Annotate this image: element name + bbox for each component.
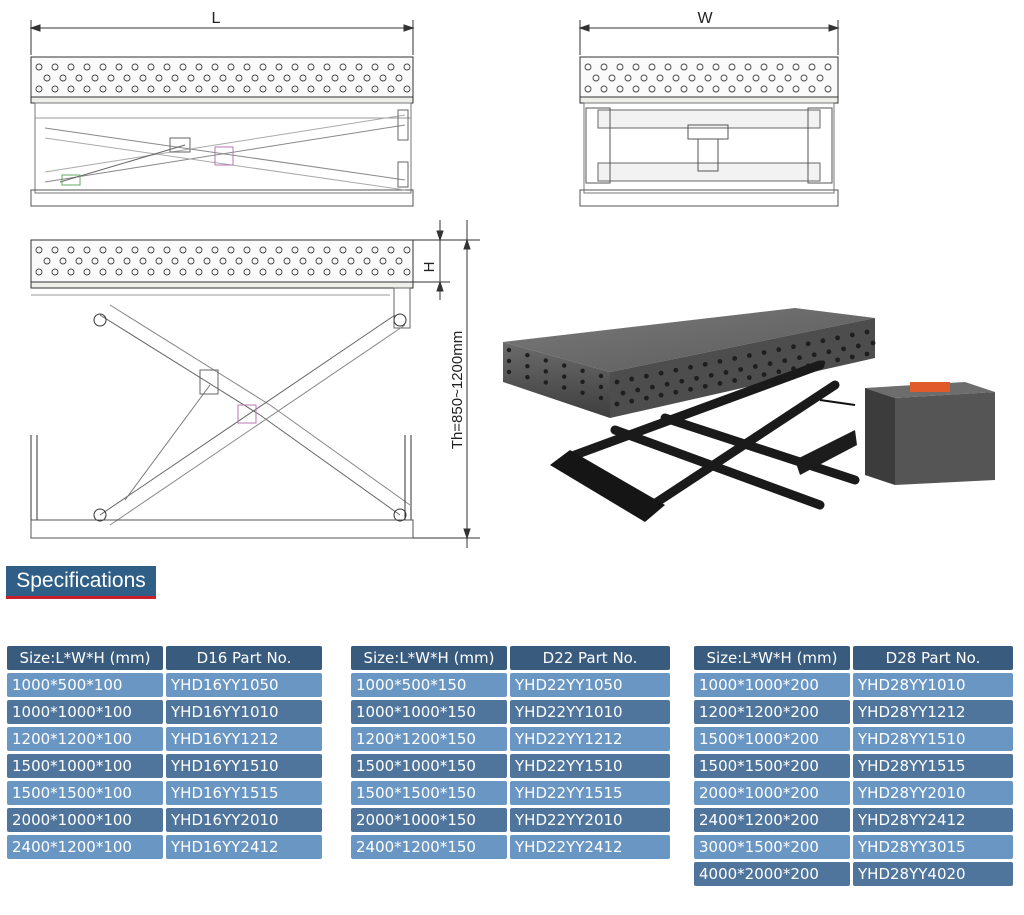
header-part-no: D28 Part No. xyxy=(853,646,1013,670)
size-cell: 1000*1000*200 xyxy=(694,673,850,697)
part-number-cell: YHD16YY1010 xyxy=(166,700,322,724)
header-part-no: D22 Part No. xyxy=(510,646,670,670)
size-cell: 2000*1000*100 xyxy=(7,808,163,832)
size-cell: 1200*1200*200 xyxy=(694,700,850,724)
specifications-title: Specifications xyxy=(6,566,156,599)
part-number-cell: YHD22YY1212 xyxy=(510,727,670,751)
part-number-cell: YHD16YY1515 xyxy=(166,781,322,805)
part-number-cell: YHD28YY2010 xyxy=(853,781,1013,805)
size-cell: 3000*1500*200 xyxy=(694,835,850,859)
size-cell: 2400*1200*100 xyxy=(7,835,163,859)
part-number-cell: YHD28YY3015 xyxy=(853,835,1013,859)
size-cell: 2400*1200*150 xyxy=(351,835,507,859)
side-view-drawing: W xyxy=(578,10,840,207)
part-number-cell: YHD28YY1510 xyxy=(853,727,1013,751)
size-cell: 4000*2000*200 xyxy=(694,862,850,886)
part-number-cell: YHD28YY1212 xyxy=(853,700,1013,724)
size-cell: 2000*1000*200 xyxy=(694,781,850,805)
header-size: Size:L*W*H (mm) xyxy=(7,646,163,670)
size-cell: 1500*1500*150 xyxy=(351,781,507,805)
raised-view-drawing: H Th=850~1200mm xyxy=(30,220,480,548)
size-cell: 1200*1200*150 xyxy=(351,727,507,751)
header-part-no: D16 Part No. xyxy=(166,646,322,670)
part-number-cell: YHD16YY2412 xyxy=(166,835,322,859)
size-cell: 1000*1000*150 xyxy=(351,700,507,724)
table-header-row: Size:L*W*H (mm) D28 Part No. xyxy=(694,646,1013,670)
part-number-cell: YHD22YY1515 xyxy=(510,781,670,805)
size-cell: 1200*1200*100 xyxy=(7,727,163,751)
dim-l-label: L xyxy=(212,10,221,27)
size-cell: 2000*1000*150 xyxy=(351,808,507,832)
part-number-cell: YHD22YY1510 xyxy=(510,754,670,778)
size-cell: 1000*500*100 xyxy=(7,673,163,697)
part-number-cell: YHD16YY2010 xyxy=(166,808,322,832)
part-number-cell: YHD22YY1050 xyxy=(510,673,670,697)
part-number-cell: YHD28YY1010 xyxy=(853,673,1013,697)
size-cell: 1000*1000*100 xyxy=(7,700,163,724)
part-number-cell: YHD22YY1010 xyxy=(510,700,670,724)
spec-table-d22: Size:L*W*H (mm) D22 Part No. 1000*500*15… xyxy=(348,643,673,862)
dim-th-label: Th=850~1200mm xyxy=(449,331,466,449)
product-photo xyxy=(503,308,995,522)
size-cell: 1500*1500*200 xyxy=(694,754,850,778)
header-size: Size:L*W*H (mm) xyxy=(351,646,507,670)
part-number-cell: YHD16YY1050 xyxy=(166,673,322,697)
part-number-cell: YHD16YY1212 xyxy=(166,727,322,751)
part-number-cell: YHD28YY1515 xyxy=(853,754,1013,778)
part-number-cell: YHD16YY1510 xyxy=(166,754,322,778)
part-number-cell: YHD28YY2412 xyxy=(853,808,1013,832)
size-cell: 1500*1000*200 xyxy=(694,727,850,751)
dim-w-label: W xyxy=(697,10,713,27)
part-number-cell: YHD22YY2010 xyxy=(510,808,670,832)
dim-h-label: H xyxy=(421,262,438,273)
size-cell: 1500*1000*150 xyxy=(351,754,507,778)
header-size: Size:L*W*H (mm) xyxy=(694,646,850,670)
table-header-row: Size:L*W*H (mm) D16 Part No. xyxy=(7,646,322,670)
size-cell: 1500*1500*100 xyxy=(7,781,163,805)
front-view-drawing: L xyxy=(29,10,415,207)
spec-table-d28: Size:L*W*H (mm) D28 Part No. 1000*1000*2… xyxy=(691,643,1016,889)
part-number-cell: YHD28YY4020 xyxy=(853,862,1013,886)
size-cell: 1000*500*150 xyxy=(351,673,507,697)
part-number-cell: YHD22YY2412 xyxy=(510,835,670,859)
size-cell: 2400*1200*200 xyxy=(694,808,850,832)
spec-table-d16: Size:L*W*H (mm) D16 Part No. 1000*500*10… xyxy=(4,643,325,862)
size-cell: 1500*1000*100 xyxy=(7,754,163,778)
table-header-row: Size:L*W*H (mm) D22 Part No. xyxy=(351,646,670,670)
